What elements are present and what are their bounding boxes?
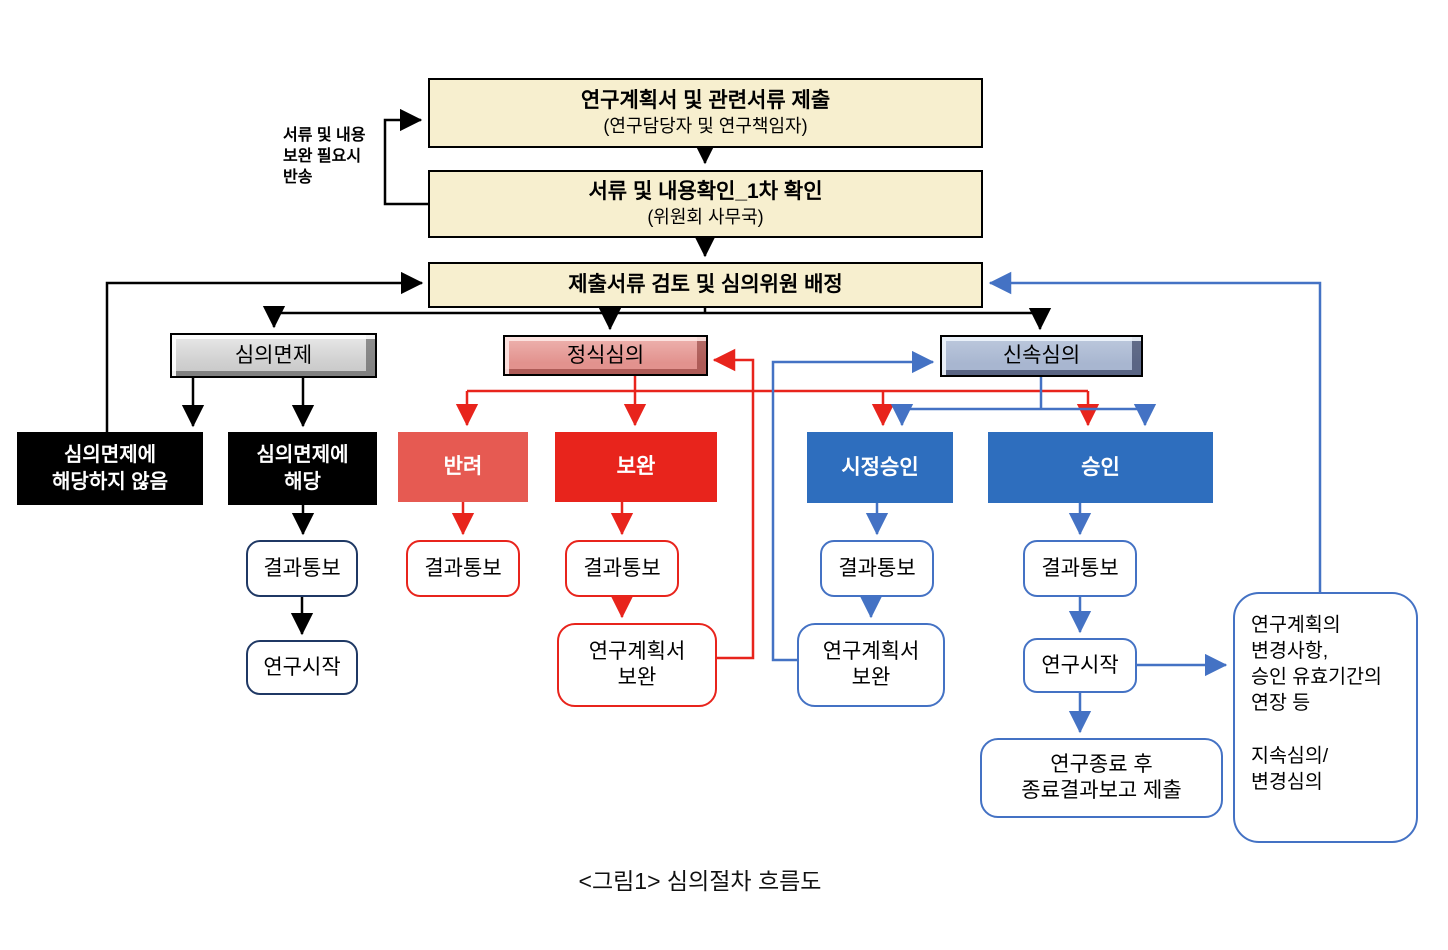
correction-approval-box: 시정승인	[807, 432, 953, 503]
expedited-review-button: 신속심의	[940, 335, 1143, 377]
supplement-box: 보완	[555, 432, 717, 502]
reject-box: 반려	[398, 432, 528, 502]
exemption-not-applicable-box: 심의면제에 해당하지 않음	[17, 432, 203, 505]
submit-documents-box: 연구계획서 및 관련서류 제출 (연구담당자 및 연구책임자)	[428, 78, 983, 148]
continuing-review-note-box: 연구계획의 변경사항, 승인 유효기간의 연장 등 지속심의/ 변경심의	[1233, 592, 1418, 843]
document-check-title: 서류 및 내용확인_1차 확인	[588, 180, 823, 204]
submit-documents-title: 연구계획서 및 관련서류 제출	[580, 89, 831, 113]
protocol-revision-box-expedited: 연구계획서 보완	[797, 623, 945, 707]
review-assignment-box: 제출서류 검토 및 심의위원 배정	[428, 262, 983, 308]
reject-result-notice-box: 결과통보	[406, 540, 520, 597]
review-assignment-title: 제출서류 검토 및 심의위원 배정	[568, 273, 843, 297]
supplement-result-notice-box: 결과통보	[565, 540, 679, 597]
approval-result-notice-box: 결과통보	[1023, 540, 1137, 597]
approval-box: 승인	[988, 432, 1213, 503]
exemption-applicable-box: 심의면제에 해당	[228, 432, 377, 505]
exemption-button: 심의면제	[170, 333, 377, 378]
correction-result-notice-box: 결과통보	[820, 540, 934, 597]
red-flow-lines	[451, 348, 1100, 660]
formal-review-button: 정식심의	[503, 335, 708, 376]
exemption-research-start-box: 연구시작	[246, 640, 358, 695]
approval-research-start-box: 연구시작	[1023, 638, 1137, 693]
return-note-label: 서류 및 내용 보완 필요시 반송	[283, 127, 366, 186]
submit-documents-subtitle: (연구담당자 및 연구책임자)	[603, 115, 808, 136]
end-report-box: 연구종료 후 종료결과보고 제출	[980, 738, 1223, 818]
figure-caption: <그림1> 심의절차 흐름도	[578, 868, 822, 894]
protocol-revision-box-formal: 연구계획서 보완	[557, 623, 717, 707]
exemption-result-notice-box: 결과통보	[246, 540, 358, 597]
blue-flow-lines	[771, 271, 1322, 734]
document-check-subtitle: (위원회 사무국)	[647, 206, 764, 227]
document-check-box: 서류 및 내용확인_1차 확인 (위원회 사무국)	[428, 170, 983, 238]
black-flow-lines	[105, 108, 1052, 636]
